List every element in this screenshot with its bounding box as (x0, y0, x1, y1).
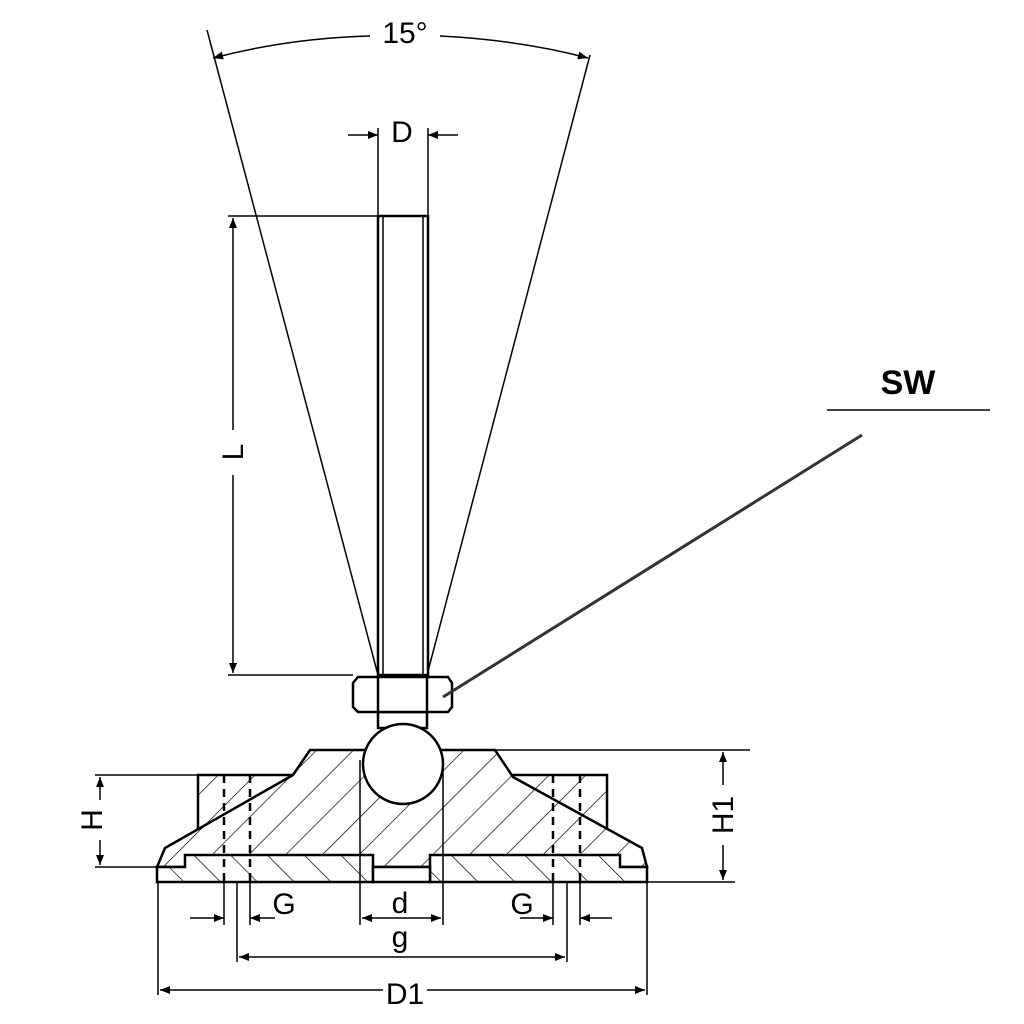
ball-joint (361, 710, 445, 806)
dimension-D: D (348, 116, 458, 216)
label-D1: D1 (386, 978, 424, 1011)
hex-nut (351, 675, 454, 714)
angle-line-left (206, 29, 379, 676)
label-L: L (217, 444, 250, 461)
dimension-d: d (362, 887, 441, 922)
angle-arc-left (212, 35, 371, 60)
dimension-G-right: G (510, 888, 612, 922)
angle-dimension: 15° (206, 17, 591, 676)
SW-callout: SW (442, 364, 990, 699)
angle-label: 15° (382, 17, 427, 50)
label-H1: H1 (707, 796, 740, 834)
angle-arc-right (439, 35, 589, 60)
dimension-g: g (239, 921, 565, 961)
angle-line-right (426, 54, 591, 676)
label-G-left: G (272, 888, 295, 921)
threaded-rod (376, 214, 430, 677)
dimension-H: H (76, 774, 198, 868)
dimension-H1: H1 (495, 749, 750, 883)
base-body (155, 748, 649, 884)
dimension-G-left: G (190, 888, 296, 922)
hidden-holes (222, 775, 582, 882)
dimension-D1: D1 (160, 975, 645, 1011)
label-D: D (391, 116, 413, 149)
dimension-L: L (217, 215, 378, 676)
label-SW: SW (881, 364, 937, 402)
label-g: g (392, 921, 409, 954)
label-d: d (392, 887, 409, 920)
label-G-right: G (510, 888, 533, 921)
extension-lines (157, 760, 648, 995)
label-H: H (76, 809, 109, 831)
